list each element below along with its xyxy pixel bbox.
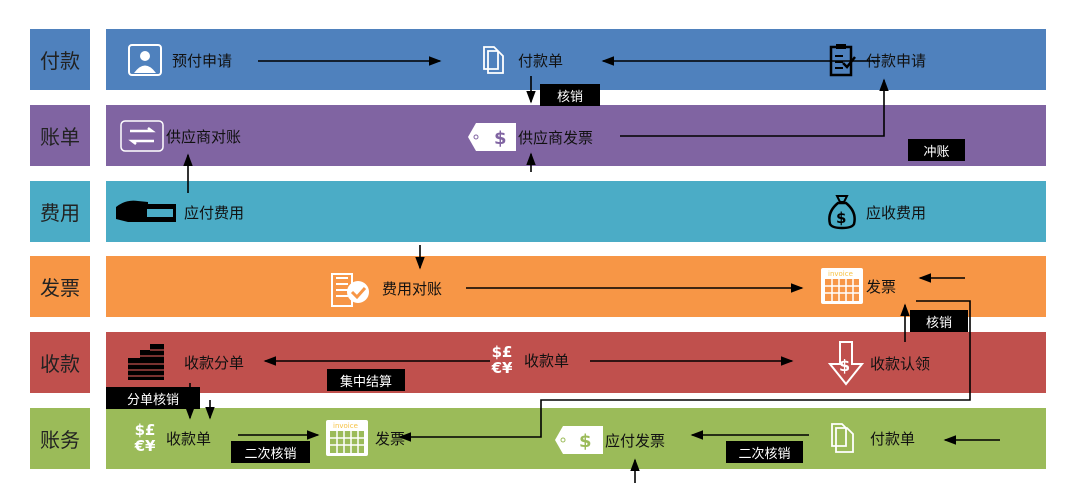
- building-check-icon: [328, 268, 374, 308]
- tag-reverse: 冲账: [908, 139, 965, 161]
- row-label-expense: 费用: [30, 181, 90, 242]
- node-acct-invoice[interactable]: invoice 发票: [325, 419, 405, 457]
- node-label: 收款认领: [870, 354, 931, 373]
- node-prepay-request[interactable]: 预付申请: [128, 44, 232, 76]
- node-label: 收款分单: [184, 353, 245, 372]
- node-acct-receipt[interactable]: $£€¥ 收款单: [130, 422, 211, 454]
- invoice-icon-text: invoice: [333, 422, 358, 430]
- exchange-icon: [120, 120, 164, 152]
- node-label: 收款单: [166, 429, 212, 448]
- node-acct-payment-order[interactable]: 付款单: [830, 422, 915, 454]
- price-tag-icon: $: [555, 426, 603, 454]
- node-label: 应付费用: [184, 203, 245, 222]
- dollar-down-arrow-icon: $: [828, 340, 864, 386]
- node-payment-request[interactable]: 付款申请: [828, 43, 926, 77]
- node-label: 付款单: [518, 51, 564, 70]
- node-supplier-reconcile[interactable]: 供应商对账: [120, 120, 241, 152]
- node-label: 费用对账: [382, 279, 443, 298]
- row-label-payment: 付款: [30, 29, 90, 90]
- node-label: 发票: [866, 277, 897, 296]
- documents-icon: [830, 422, 856, 454]
- svg-text:$: $: [579, 431, 592, 452]
- node-receivable-expense[interactable]: $ 应收费用: [826, 194, 926, 230]
- tag-writeoff: 核销: [910, 310, 968, 332]
- lane-bill: [106, 105, 1046, 166]
- row-label-receipt: 收款: [30, 332, 90, 393]
- stacked-ledgers-icon: [128, 344, 164, 380]
- node-receipt-claim[interactable]: $ 收款认领: [828, 340, 930, 386]
- node-label: 供应商对账: [166, 127, 242, 146]
- node-expense-reconcile[interactable]: 费用对账: [328, 268, 442, 308]
- invoice-icon: invoice: [820, 267, 864, 305]
- node-label: 供应商发票: [518, 128, 594, 147]
- svg-text:$: $: [839, 356, 850, 375]
- documents-icon: [482, 45, 506, 75]
- row-label-bill: 账单: [30, 105, 90, 166]
- user-profile-icon: [128, 44, 162, 76]
- clipboard-check-icon: [828, 43, 856, 77]
- currency-symbols-icon: $£€¥: [491, 343, 513, 377]
- node-label: 付款申请: [866, 51, 927, 70]
- lane-expense: [106, 181, 1046, 242]
- node-label: 付款单: [870, 429, 916, 448]
- invoice-icon: invoice: [325, 419, 369, 457]
- money-bag-icon: $: [826, 194, 858, 230]
- node-label: 应付发票: [605, 431, 666, 450]
- tag-second-writeoff: 二次核销: [726, 441, 803, 463]
- currency-symbols-icon: $£€¥: [134, 421, 156, 455]
- invoice-icon-text: invoice: [828, 270, 853, 278]
- node-label: 收款单: [524, 351, 570, 370]
- node-label: 预付申请: [172, 51, 233, 70]
- node-receipt-order[interactable]: $£€¥ 收款单: [486, 344, 569, 376]
- node-payment-order[interactable]: 付款单: [482, 45, 563, 75]
- tag-split-writeoff: 分单核销: [106, 387, 200, 409]
- tag-central-settlement: 集中结算: [327, 369, 405, 391]
- node-invoice[interactable]: invoice 发票: [820, 267, 896, 305]
- node-label: 发票: [375, 429, 406, 448]
- svg-text:$: $: [494, 128, 507, 149]
- lane-payment: [106, 29, 1046, 90]
- lane-invoice: [106, 256, 1046, 317]
- node-payable-expense[interactable]: 应付费用: [116, 199, 244, 225]
- tag-writeoff: 核销: [540, 84, 600, 106]
- tag-second-writeoff: 二次核销: [231, 441, 310, 463]
- node-payable-invoice[interactable]: $ 应付发票: [555, 426, 665, 454]
- node-supplier-invoice[interactable]: $ 供应商发票: [468, 123, 593, 151]
- row-label-accounting: 账务: [30, 408, 90, 469]
- node-label: 应收费用: [866, 203, 927, 222]
- row-label-invoice: 发票: [30, 256, 90, 317]
- price-tag-icon: $: [468, 123, 516, 151]
- hand-card-icon: [116, 199, 178, 225]
- node-receipt-split[interactable]: 收款分单: [128, 344, 244, 380]
- svg-text:$: $: [836, 209, 846, 227]
